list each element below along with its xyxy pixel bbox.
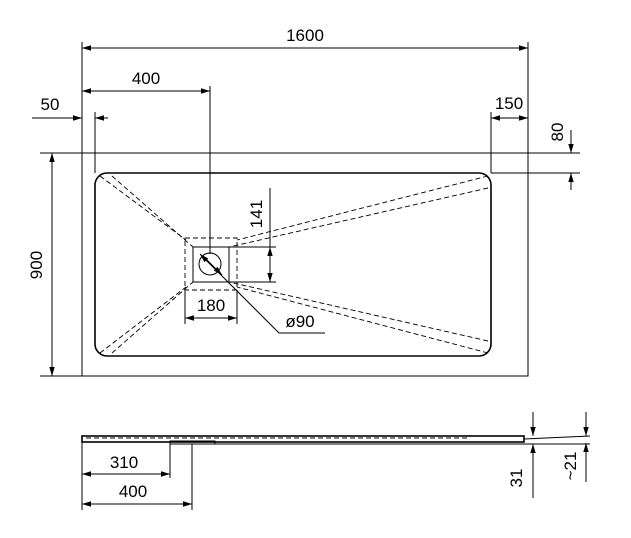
dim-drain-offset-y: 141 bbox=[247, 200, 266, 228]
tray-basin bbox=[94, 172, 492, 357]
dim-height-total: 31 bbox=[507, 469, 526, 488]
dim-drain-diameter: ø90 bbox=[285, 312, 314, 331]
tray-outline bbox=[81, 152, 529, 377]
dim-profile-310: 310 bbox=[110, 453, 138, 472]
dim-drain-box: 180 bbox=[197, 296, 225, 315]
profile-tray bbox=[81, 435, 525, 443]
dim-rim-top: 80 bbox=[548, 123, 567, 142]
dim-rim-left: 50 bbox=[41, 95, 60, 114]
dim-height-tray: ~21 bbox=[561, 452, 580, 481]
drain-grate bbox=[192, 246, 230, 283]
dim-drain-offset-x: 400 bbox=[132, 69, 160, 88]
dim-width: 900 bbox=[27, 251, 46, 279]
drain-box bbox=[184, 237, 238, 291]
dim-profile-400: 400 bbox=[119, 482, 147, 501]
slope-lines bbox=[99, 175, 489, 354]
dim-rim-right: 150 bbox=[495, 94, 523, 113]
dim-length: 1600 bbox=[286, 26, 324, 45]
